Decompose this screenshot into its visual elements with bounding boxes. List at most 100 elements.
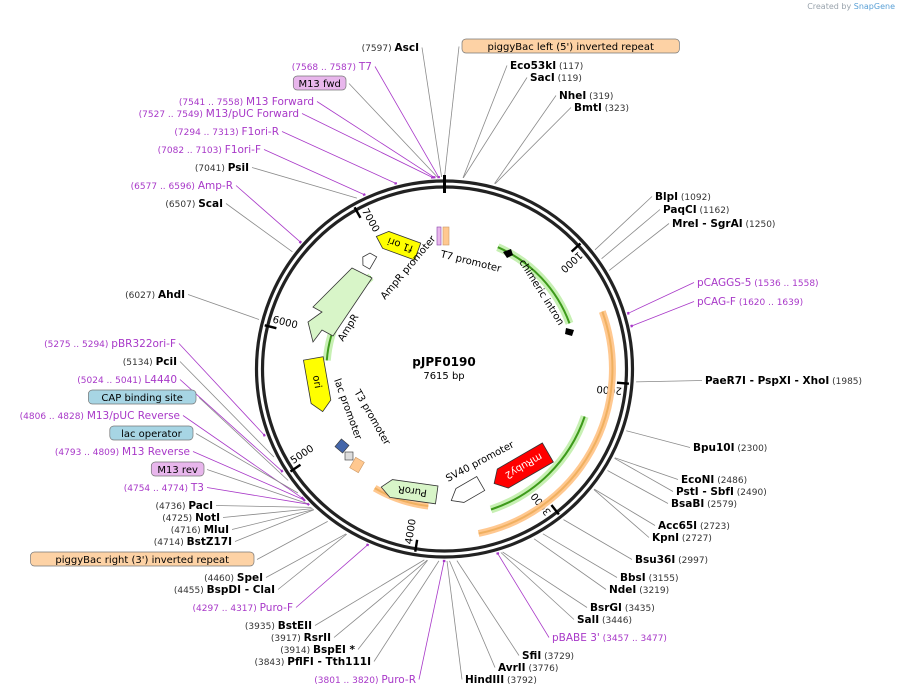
- label-text: BsrGI (3435): [590, 602, 655, 614]
- label-position: (3219): [639, 586, 669, 596]
- label-name: pBABE 3': [552, 632, 600, 644]
- label-scai: (6507) ScaI: [165, 198, 223, 210]
- label-bspdi-clai: (4455) BspDI - ClaI: [174, 584, 275, 596]
- label-position: (5275 .. 5294): [44, 340, 108, 350]
- label-bsrgi: BsrGI (3435): [590, 602, 655, 614]
- label-text: (6027) AhdI: [125, 289, 185, 301]
- tick-mark: [289, 463, 302, 473]
- primer-site-mark: [496, 552, 500, 555]
- label-position: (323): [605, 104, 629, 114]
- feature-shape: [450, 476, 486, 503]
- label-text: (5275 .. 5294) pBR322ori-F: [44, 338, 176, 350]
- label-name: M13 Reverse: [122, 446, 190, 458]
- leader-line: [631, 301, 695, 327]
- label-position: (3935): [245, 622, 275, 632]
- label-t3: (4754 .. 4774) T3: [124, 482, 204, 494]
- label-m13-forward: (7541 .. 7558) M13 Forward: [179, 96, 314, 108]
- leader-line: [373, 560, 440, 662]
- label-position: (7041): [195, 164, 225, 174]
- feature-f1-ori: f1 ori: [375, 231, 422, 261]
- label-name: SfiI: [522, 650, 541, 662]
- leader-line: [314, 559, 425, 626]
- label-m13-puc-forward: (7527 .. 7549) M13/pUC Forward: [139, 108, 299, 120]
- label-box: [30, 551, 255, 567]
- leader-line: [187, 294, 260, 320]
- label-name: BstEII: [278, 620, 312, 632]
- label-name: Puro-R: [381, 674, 416, 686]
- label-f1ori-r: (7294 .. 7313) F1ori-R: [174, 126, 279, 138]
- label-text: (7527 .. 7549) M13/pUC Forward: [139, 108, 299, 120]
- leader-line: [601, 209, 661, 260]
- label-position: (4806 .. 4828): [20, 412, 84, 422]
- leader-line: [256, 521, 328, 560]
- label-text: (3917) RsrII: [271, 632, 331, 644]
- label-name: BmtI: [574, 102, 602, 114]
- leader-line: [502, 551, 588, 608]
- leader-line: [374, 66, 439, 178]
- leader-line: [234, 509, 315, 542]
- label-text: (4714) BstZ17I: [154, 536, 232, 548]
- label-text: HindIII (3792): [465, 674, 537, 686]
- label-position: (5024 .. 5041): [77, 376, 141, 386]
- leader-line: [462, 65, 508, 179]
- label-bbsi: BbsI (3155): [620, 572, 679, 584]
- label-name: BspEI *: [313, 644, 356, 656]
- label-position: (1250): [746, 220, 776, 230]
- leader-line: [614, 457, 679, 480]
- primer-site-mark: [362, 193, 366, 197]
- label-name: MluI: [204, 524, 229, 536]
- label-name: RsrII: [304, 632, 331, 644]
- label-position: (3446): [602, 616, 632, 626]
- label-position: (1092): [681, 193, 711, 203]
- tick-label: 5000: [289, 443, 316, 466]
- leader-line: [215, 505, 312, 508]
- intron-splice-mark-2: [565, 328, 574, 336]
- label-name: AhdI: [158, 289, 185, 301]
- label-f1ori-f: (7082 .. 7103) F1ori-F: [158, 144, 261, 156]
- label-name: Bsu36I: [635, 554, 675, 566]
- label-box-text: lac operator: [121, 429, 182, 440]
- label-text: (5134) PciI: [123, 356, 177, 368]
- label-name: HindIII: [465, 674, 504, 686]
- label-name: SpeI: [237, 572, 263, 584]
- label-pcaggs-5: pCAGGS-5 (1536 .. 1558): [697, 277, 819, 289]
- feature-label: ori: [310, 375, 323, 390]
- label-name: EcoNI: [681, 474, 714, 486]
- label-position: (2723): [700, 522, 730, 532]
- label-text: PaqCI (1162): [663, 204, 729, 216]
- credit-snapgene: Created by SnapGene: [807, 2, 895, 11]
- label-name: pCAG-F: [697, 296, 736, 308]
- label-name: NheI: [559, 90, 586, 102]
- label-position: (3792): [507, 676, 537, 686]
- label-position: (2997): [678, 556, 708, 566]
- feature-shape: [375, 231, 422, 261]
- label-amp-r: (6577 .. 6596) Amp-R: [131, 180, 233, 192]
- label-name: M13 Forward: [246, 96, 314, 108]
- feature-: [450, 476, 486, 503]
- label-blpi: BlpI (1092): [655, 191, 711, 203]
- label-name: AvrII: [498, 662, 526, 674]
- label-position: (1536 .. 1558): [754, 279, 818, 289]
- leader-line: [542, 533, 618, 578]
- label-piggybac-right-3-inverted-repeat: piggyBac right (3') inverted repeat: [30, 551, 255, 567]
- label-m13-puc-reverse: (4806 .. 4828) M13/pUC Reverse: [20, 410, 180, 422]
- label-position: (4460): [204, 574, 234, 584]
- label-name: NotI: [195, 512, 220, 524]
- label-bmti: BmtI (323): [574, 102, 629, 114]
- label-position: (4736): [156, 502, 186, 512]
- label-position: (119): [558, 74, 582, 84]
- leader-line: [636, 380, 703, 383]
- label-text: (5024 .. 5041) L4440: [77, 374, 177, 386]
- label-position: (3801 .. 3820): [314, 676, 378, 686]
- tick-label: 7000: [359, 207, 381, 235]
- label-ndei: NdeI (3219): [609, 584, 669, 596]
- label-name: BbsI: [620, 572, 646, 584]
- map-center: pJPF0190 7615 bp: [412, 355, 475, 382]
- leader-line: [231, 509, 314, 530]
- label-name: PaeR7I - PspXI - XhoI: [705, 375, 829, 387]
- label-text: (6577 .. 6596) Amp-R: [131, 180, 233, 192]
- label-psti-sbfi: PstI - SbfI (2490): [676, 486, 767, 498]
- label-name: T7: [358, 61, 372, 73]
- label-name: PacI: [188, 500, 213, 512]
